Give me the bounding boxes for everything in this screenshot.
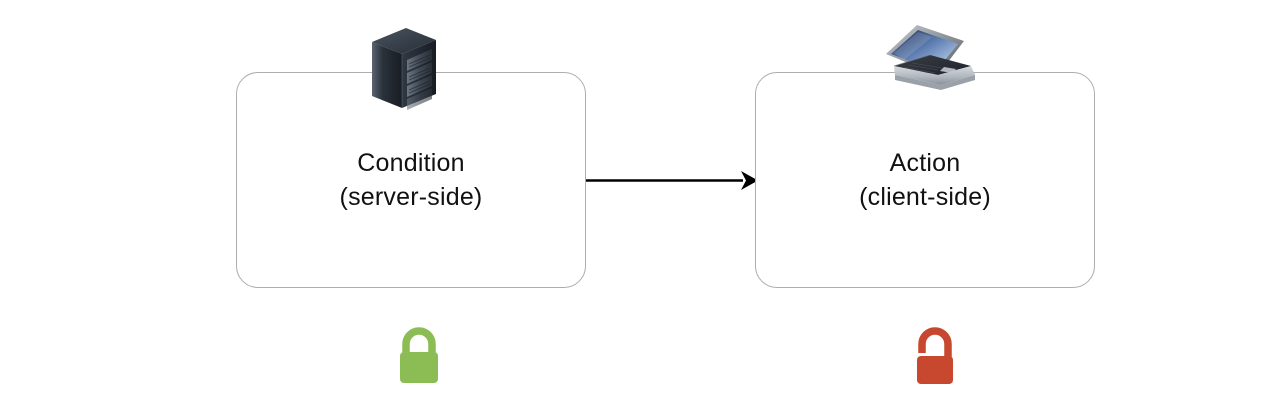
node-action-title: Action: [889, 149, 961, 177]
server-rack-icon: [362, 20, 444, 112]
padlock-open-icon: [913, 325, 965, 387]
node-condition-subtitle: (server-side): [339, 183, 483, 211]
node-action-label: Action (client-side): [756, 146, 1094, 214]
condition-to-action-arrow: [580, 160, 765, 202]
node-action-subtitle: (client-side): [859, 183, 991, 211]
laptop-icon: [872, 22, 980, 112]
padlock-closed-icon: [393, 325, 445, 387]
node-condition-title: Condition: [357, 149, 465, 177]
node-condition-label: Condition (server-side): [237, 146, 585, 214]
